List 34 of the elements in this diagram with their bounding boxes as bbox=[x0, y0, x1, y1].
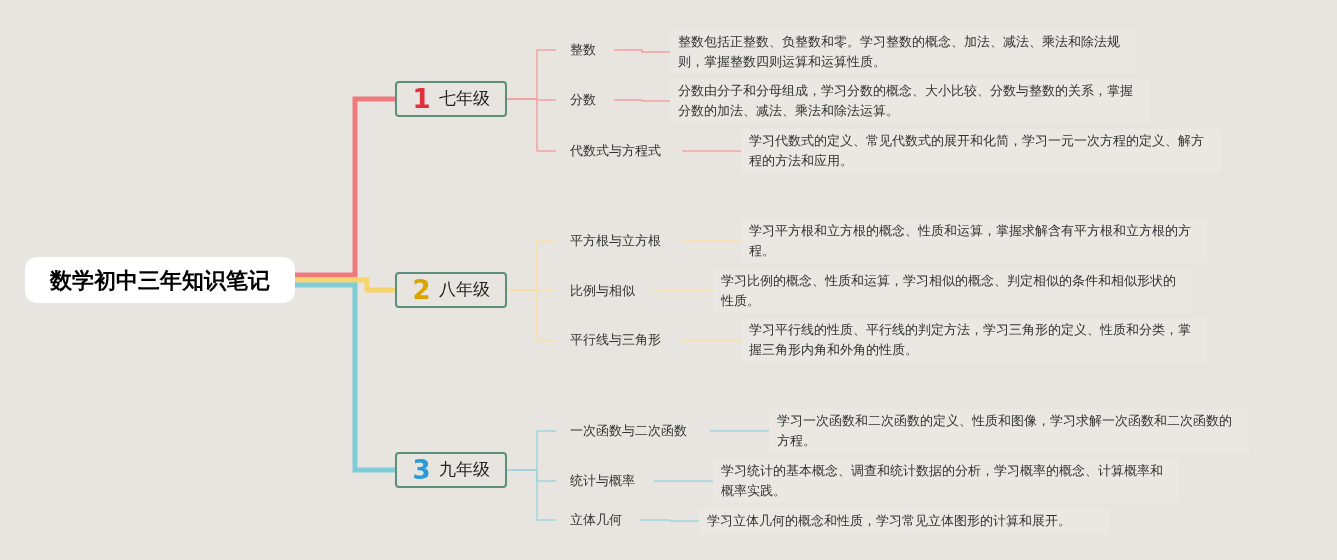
topic-label: 分数 bbox=[556, 88, 614, 112]
grade-box bbox=[395, 272, 507, 308]
topic-label: 一次函数与二次函数 bbox=[556, 419, 710, 443]
connector-line bbox=[506, 469, 557, 521]
connector-line bbox=[653, 480, 714, 482]
connector-line bbox=[613, 99, 671, 102]
grade-box bbox=[395, 81, 507, 117]
topic-label: 立体几何 bbox=[556, 508, 640, 532]
connector-line bbox=[653, 290, 714, 292]
connector-line bbox=[639, 519, 700, 522]
connector-line bbox=[613, 49, 671, 53]
topic-label: 平行线与三角形 bbox=[556, 328, 682, 352]
topic-label: 统计与概率 bbox=[556, 469, 654, 493]
connector-line bbox=[295, 282, 395, 473]
topic-label: 整数 bbox=[556, 38, 614, 62]
grade-label: 八年级 bbox=[438, 278, 490, 302]
topic-label: 平方根与立方根 bbox=[556, 229, 682, 253]
central-topic-box: 数学初中三年知识笔记 bbox=[25, 257, 295, 303]
topic-label: 比例与相似 bbox=[556, 279, 654, 303]
connector-line bbox=[709, 430, 770, 432]
connector-line bbox=[681, 240, 742, 242]
grade-label: 九年级 bbox=[438, 458, 490, 482]
grade-box bbox=[395, 452, 507, 488]
connector-line bbox=[295, 277, 395, 293]
grade-number: 3 bbox=[412, 457, 431, 483]
grade-number: 1 bbox=[412, 86, 431, 112]
grade-label: 七年级 bbox=[438, 87, 490, 111]
grade-number: 2 bbox=[412, 277, 431, 303]
connector-line bbox=[295, 96, 395, 278]
topic-label: 代数式与方程式 bbox=[556, 139, 682, 163]
connector-line bbox=[506, 98, 557, 152]
connector-line bbox=[681, 150, 742, 152]
connector-line bbox=[506, 289, 557, 341]
connector-line bbox=[681, 339, 742, 341]
